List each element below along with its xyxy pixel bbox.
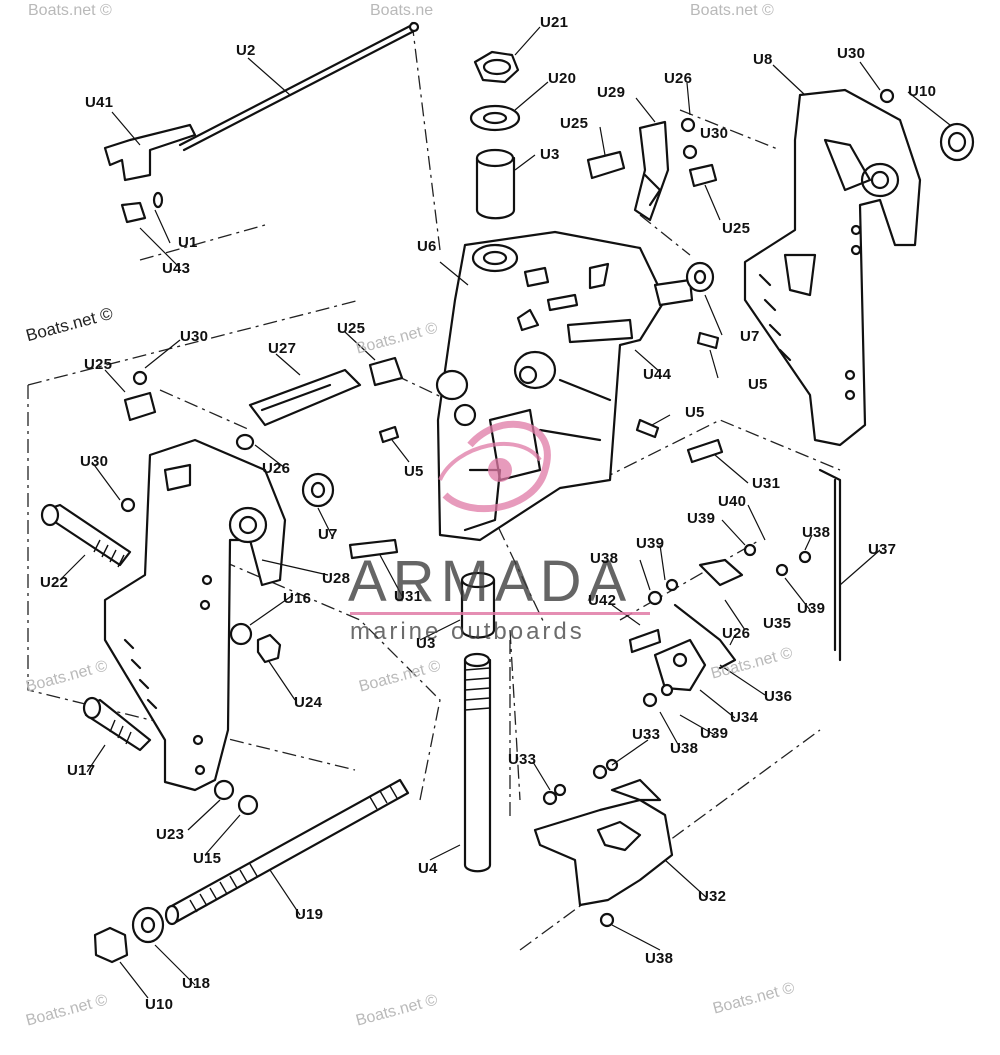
leader-lines — [59, 26, 951, 999]
callout-U42: U42 — [588, 592, 617, 609]
callout-U30: U30 — [700, 125, 729, 142]
watermark-site: Boats.net © — [28, 2, 112, 19]
callout-U25: U25 — [337, 320, 366, 337]
callout-U1: U1 — [178, 234, 198, 251]
callout-U2: U2 — [236, 42, 256, 59]
callout-U3: U3 — [416, 635, 436, 652]
swivel-pin — [460, 571, 496, 873]
callout-U3: U3 — [540, 146, 560, 163]
brand-mark — [438, 420, 551, 513]
callout-U35: U35 — [763, 615, 792, 632]
callout-U39: U39 — [636, 535, 665, 552]
watermark-site: Boats.net © — [690, 2, 774, 19]
callout-U31: U31 — [752, 475, 781, 492]
callout-U37: U37 — [868, 541, 897, 558]
callout-U36: U36 — [764, 688, 793, 705]
brand-underline — [350, 612, 650, 615]
callout-U25: U25 — [84, 356, 113, 373]
callout-U20: U20 — [548, 70, 577, 87]
callout-U32: U32 — [698, 888, 727, 905]
cover-plate — [533, 778, 674, 928]
callout-U25: U25 — [722, 220, 751, 237]
callout-U40: U40 — [718, 493, 747, 510]
callout-U7: U7 — [318, 526, 338, 543]
callout-U33: U33 — [508, 751, 537, 768]
callout-U15: U15 — [193, 850, 222, 867]
callout-U26: U26 — [722, 625, 751, 642]
right-linkage — [542, 468, 842, 806]
callout-U5: U5 — [748, 376, 768, 393]
callout-U29: U29 — [597, 84, 626, 101]
callout-U27: U27 — [268, 340, 297, 357]
top-stack — [469, 50, 521, 220]
callout-U8: U8 — [753, 51, 773, 68]
callout-U17: U17 — [67, 762, 96, 779]
callout-U10: U10 — [145, 996, 174, 1013]
callout-U5: U5 — [685, 404, 705, 421]
callout-U38: U38 — [802, 524, 831, 541]
rod-assembly — [103, 21, 420, 224]
callout-U41: U41 — [85, 94, 114, 111]
right-clamp-bracket — [685, 88, 975, 447]
callout-U26: U26 — [664, 70, 693, 87]
callout-U39: U39 — [700, 725, 729, 742]
callout-U26: U26 — [262, 460, 291, 477]
arms-and-pins — [120, 117, 718, 513]
callout-U16: U16 — [283, 590, 312, 607]
callout-U38: U38 — [645, 950, 674, 967]
callout-U25: U25 — [560, 115, 589, 132]
callout-U7: U7 — [740, 328, 760, 345]
callout-U38: U38 — [590, 550, 619, 567]
watermark-site: Boats.ne — [370, 2, 434, 19]
callout-U30: U30 — [180, 328, 209, 345]
callout-U5: U5 — [404, 463, 424, 480]
callout-U24: U24 — [294, 694, 323, 711]
callout-U4: U4 — [418, 860, 438, 877]
callout-U31: U31 — [394, 588, 423, 605]
callout-U10: U10 — [908, 83, 937, 100]
brand-tagline: marine outboards — [350, 618, 585, 645]
callout-U30: U30 — [837, 45, 866, 62]
callout-U39: U39 — [687, 510, 716, 527]
callout-U43: U43 — [162, 260, 191, 277]
callout-U19: U19 — [295, 906, 324, 923]
callout-U22: U22 — [40, 574, 69, 591]
swivel-bracket — [435, 230, 694, 542]
callout-U21: U21 — [540, 14, 569, 31]
brand-logo-text: ARMADA — [348, 549, 633, 614]
callout-U23: U23 — [156, 826, 185, 843]
callout-U6: U6 — [417, 238, 437, 255]
callout-U28: U28 — [322, 570, 351, 587]
callout-U30: U30 — [80, 453, 109, 470]
callout-U18: U18 — [182, 975, 211, 992]
callout-U44: U44 — [643, 366, 672, 383]
callout-U38: U38 — [670, 740, 699, 757]
callout-U39: U39 — [797, 600, 826, 617]
small-fittings — [348, 331, 724, 560]
tilt-tube — [93, 622, 410, 964]
left-clamp-bracket — [103, 433, 335, 792]
clamp-bolts — [40, 503, 152, 752]
callout-U33: U33 — [632, 726, 661, 743]
callout-U34: U34 — [730, 709, 759, 726]
